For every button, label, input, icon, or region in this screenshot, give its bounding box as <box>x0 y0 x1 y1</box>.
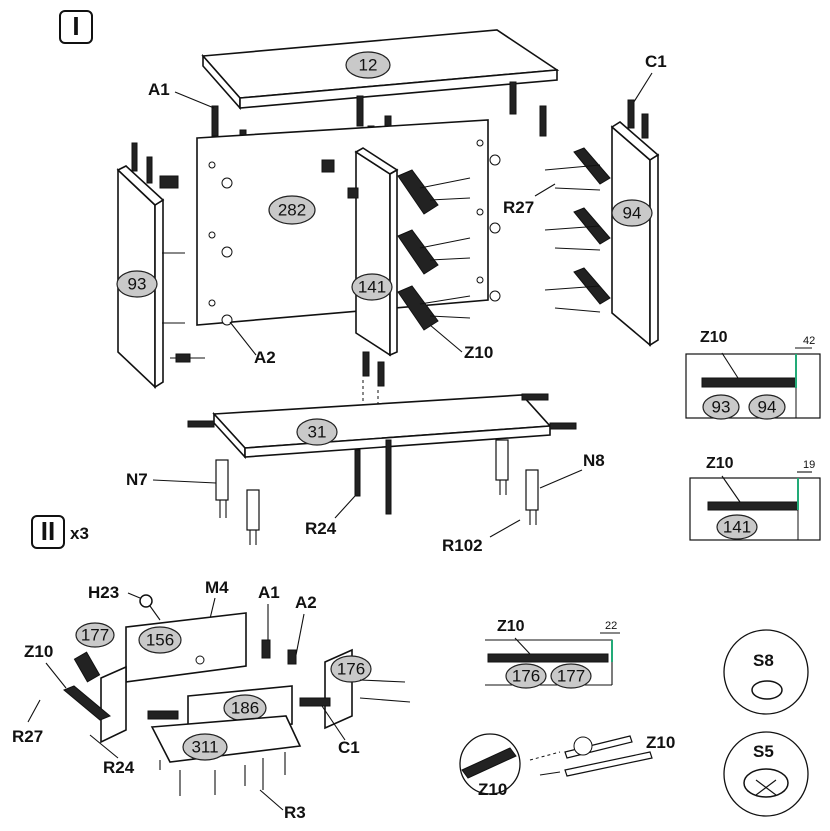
panel-176: 176 <box>324 648 411 730</box>
svg-text:156: 156 <box>146 630 174 649</box>
svg-text:12: 12 <box>359 55 378 74</box>
panel-93: 93 <box>116 142 205 389</box>
svg-text:S5: S5 <box>753 742 774 761</box>
panel-141: 141 <box>321 147 399 357</box>
runner-left <box>63 685 111 721</box>
feet-right <box>495 439 539 525</box>
panel-156: 156 <box>125 612 297 683</box>
svg-text:Z10: Z10 <box>706 455 734 472</box>
repeat-count: x3 <box>70 524 89 543</box>
runner-detail: Z10 Z10 <box>459 733 675 799</box>
step-one-badge: I <box>59 10 93 44</box>
part-s5: S5 <box>723 731 809 817</box>
svg-text:42: 42 <box>803 335 815 347</box>
label-r27-step2: R27 <box>12 727 43 746</box>
svg-text:177: 177 <box>81 625 109 644</box>
panel-177: 177 <box>73 622 127 744</box>
svg-text:186: 186 <box>231 698 259 717</box>
svg-text:282: 282 <box>278 200 306 219</box>
part-s8: S8 <box>723 629 809 715</box>
svg-text:I: I <box>72 11 79 41</box>
svg-text:94: 94 <box>623 203 642 222</box>
svg-text:22: 22 <box>605 620 617 632</box>
panel-31: 31 <box>187 393 577 460</box>
label-n8: N8 <box>583 451 605 470</box>
detail-box-3: Z10 22 176 177 <box>485 618 620 689</box>
svg-text:Z10: Z10 <box>700 329 728 346</box>
detail-box-1: Z10 42 93 94 <box>685 329 821 420</box>
label-a1-step2: A1 <box>258 583 280 602</box>
label-n7: N7 <box>126 470 148 489</box>
svg-text:141: 141 <box>723 517 751 536</box>
label-c1: C1 <box>645 52 667 71</box>
svg-text:19: 19 <box>803 459 815 471</box>
panel-282: 282 <box>196 119 501 326</box>
svg-text:94: 94 <box>758 397 777 416</box>
label-r24-step2: R24 <box>103 758 135 777</box>
svg-text:93: 93 <box>712 397 731 416</box>
label-r102: R102 <box>442 536 483 555</box>
label-r24: R24 <box>305 519 337 538</box>
svg-text:93: 93 <box>128 274 147 293</box>
svg-text:Z10: Z10 <box>497 618 525 635</box>
label-r27: R27 <box>503 198 534 217</box>
svg-text:311: 311 <box>191 737 218 756</box>
label-z10-runner: Z10 <box>464 343 493 362</box>
svg-text:177: 177 <box>557 666 585 685</box>
label-a1: A1 <box>148 80 170 99</box>
label-r3: R3 <box>284 803 306 822</box>
runners-middle <box>397 169 471 331</box>
panel-12: 12 <box>201 29 560 111</box>
label-c1-step2: C1 <box>338 738 360 757</box>
label-z10-step2: Z10 <box>24 642 53 661</box>
label-a2-step2: A2 <box>295 593 317 612</box>
svg-text:S8: S8 <box>753 651 774 670</box>
feet-left <box>215 459 260 545</box>
label-m4: M4 <box>205 578 229 597</box>
label-a2: A2 <box>254 348 276 367</box>
panel-311: 311 <box>150 715 302 796</box>
svg-text:141: 141 <box>358 277 386 296</box>
svg-text:31: 31 <box>308 422 327 441</box>
detail-box-2: Z10 19 141 <box>689 455 821 541</box>
svg-text:176: 176 <box>337 659 365 678</box>
step-two-badge: II <box>31 515 65 549</box>
svg-text:II: II <box>41 516 55 546</box>
panel-94: 94 <box>544 121 660 347</box>
svg-text:176: 176 <box>512 666 540 685</box>
svg-text:Z10: Z10 <box>478 780 507 799</box>
svg-text:Z10: Z10 <box>646 733 675 752</box>
label-h23: H23 <box>88 583 119 602</box>
